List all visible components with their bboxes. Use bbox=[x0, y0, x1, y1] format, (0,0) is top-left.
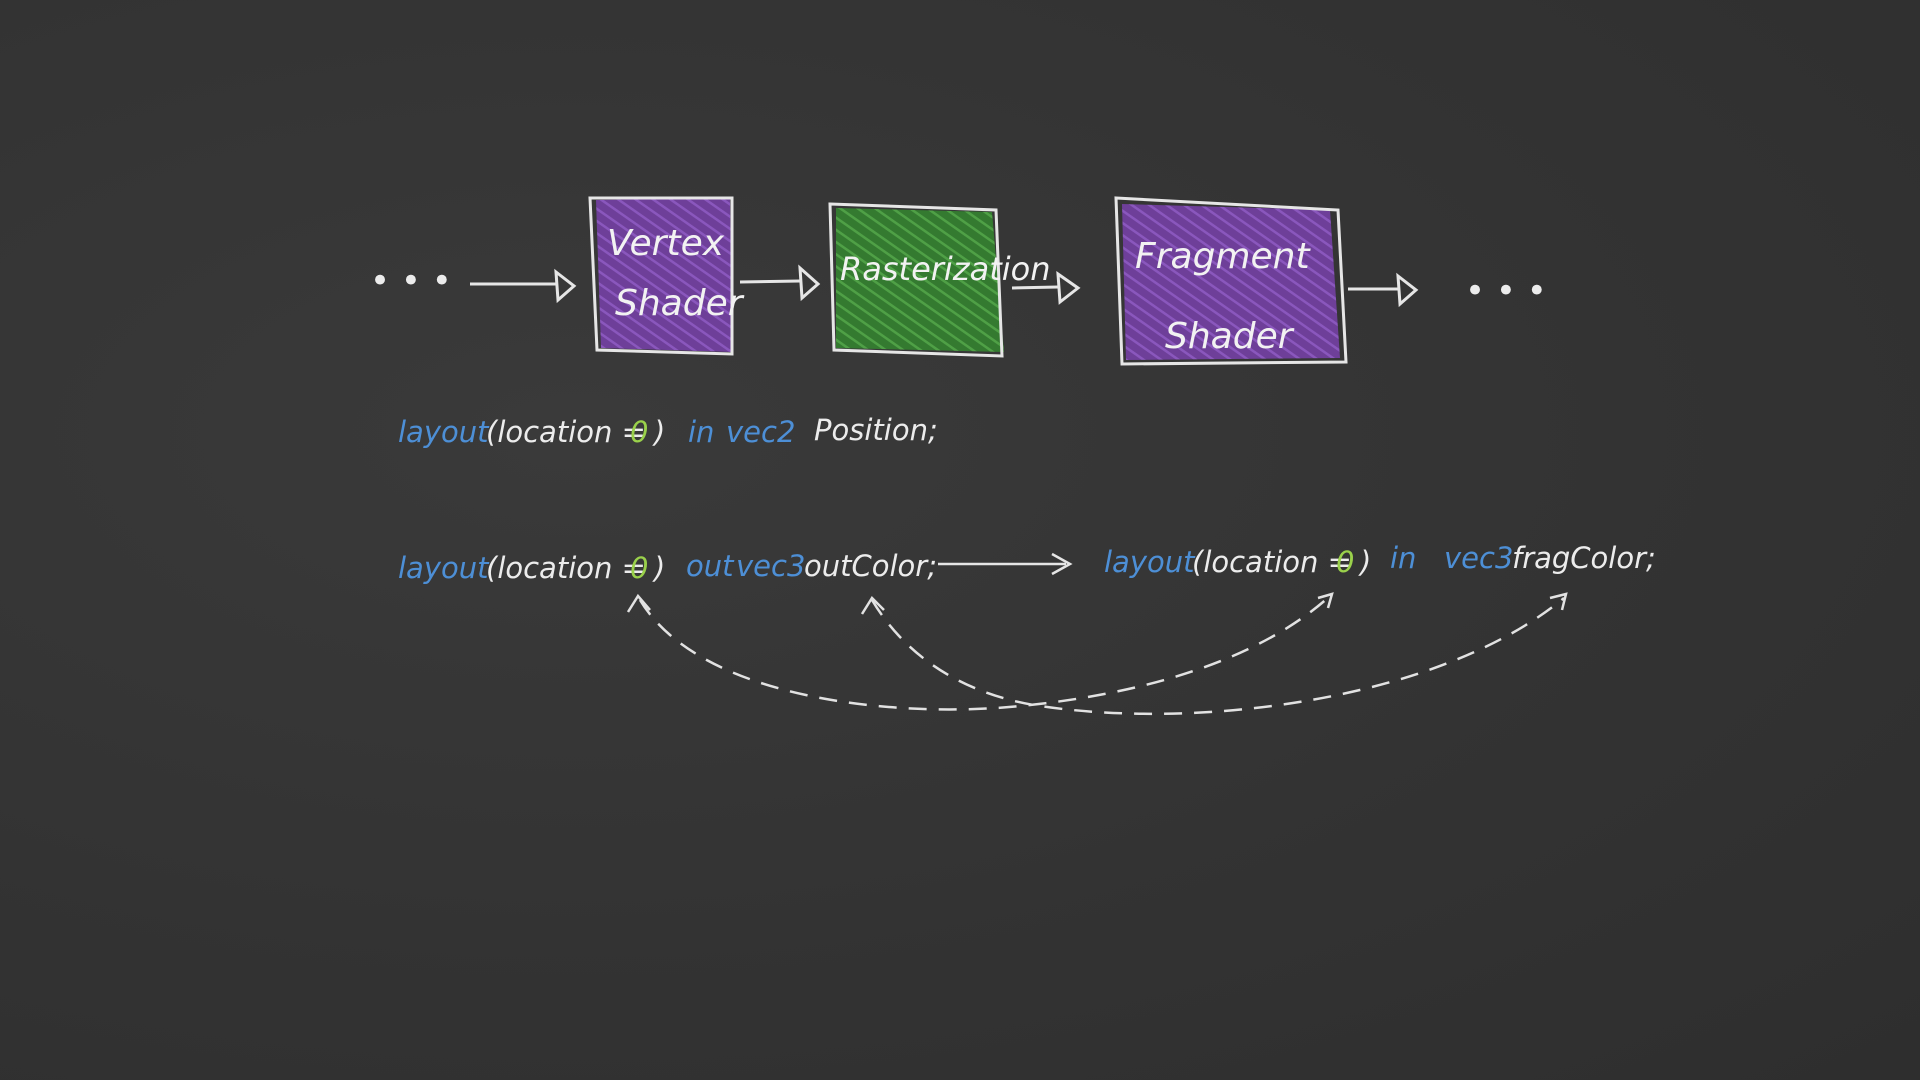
code-line-fragcolor: layout (location = 0 ) in vec3 fragColor… bbox=[1104, 541, 1656, 579]
code1-name: Position; bbox=[814, 413, 938, 447]
code1-close: ) bbox=[652, 415, 665, 449]
code3-in: in bbox=[1390, 541, 1416, 575]
arrow-to-rasterization bbox=[739, 264, 821, 302]
code1-num: 0 bbox=[630, 415, 648, 449]
code2-layout: layout bbox=[398, 551, 490, 585]
fragment-shader-label-1: Fragment bbox=[1135, 236, 1311, 277]
code3-type: vec3 bbox=[1444, 541, 1513, 575]
fragment-shader-box: Fragment Shader bbox=[1114, 196, 1348, 366]
rasterization-label: Rasterization bbox=[840, 250, 1051, 288]
vertex-shader-label-2: Shader bbox=[615, 283, 745, 324]
code3-name: fragColor; bbox=[1512, 541, 1656, 575]
trailing-dots: • • • bbox=[1465, 271, 1547, 311]
location-match-curves bbox=[638, 595, 1565, 716]
fragment-shader-label-2: Shader bbox=[1165, 316, 1295, 357]
code1-type: vec2 bbox=[726, 415, 795, 449]
code3-open: (location = bbox=[1192, 545, 1352, 579]
code-line-outcolor: layout (location = 0 ) out vec3 outColor… bbox=[398, 549, 937, 585]
code2-close: ) bbox=[652, 551, 665, 585]
code2-open: (location = bbox=[486, 551, 646, 585]
vertex-shader-box: Vertex Shader bbox=[588, 196, 745, 356]
code2-out: out bbox=[686, 549, 735, 583]
code1-in: in bbox=[688, 415, 714, 449]
arrow-from-fragment bbox=[1348, 272, 1419, 308]
code2-type: vec3 bbox=[736, 549, 805, 583]
code3-layout: layout bbox=[1104, 545, 1196, 579]
curve-arrowheads bbox=[626, 592, 1568, 615]
code1-layout: layout bbox=[398, 415, 490, 449]
code1-open: (location = bbox=[486, 415, 646, 449]
arrow-to-fragment bbox=[1011, 270, 1081, 305]
code2-name: outColor; bbox=[804, 549, 937, 583]
arrow-to-vertex bbox=[470, 268, 577, 304]
arrow-outcolor-to-fragcolor bbox=[938, 552, 1073, 576]
leading-dots: • • • bbox=[370, 261, 452, 301]
code3-num: 0 bbox=[1336, 545, 1354, 579]
code-line-position: layout (location = 0 ) in vec2 Position; bbox=[398, 413, 938, 449]
vertex-shader-label-1: Vertex bbox=[607, 223, 725, 264]
curve-num-to-num bbox=[638, 595, 1331, 711]
rasterization-box: Rasterization bbox=[828, 202, 1051, 358]
code2-num: 0 bbox=[630, 551, 648, 585]
curve-name-to-name bbox=[870, 597, 1565, 716]
code3-close: ) bbox=[1358, 545, 1371, 579]
